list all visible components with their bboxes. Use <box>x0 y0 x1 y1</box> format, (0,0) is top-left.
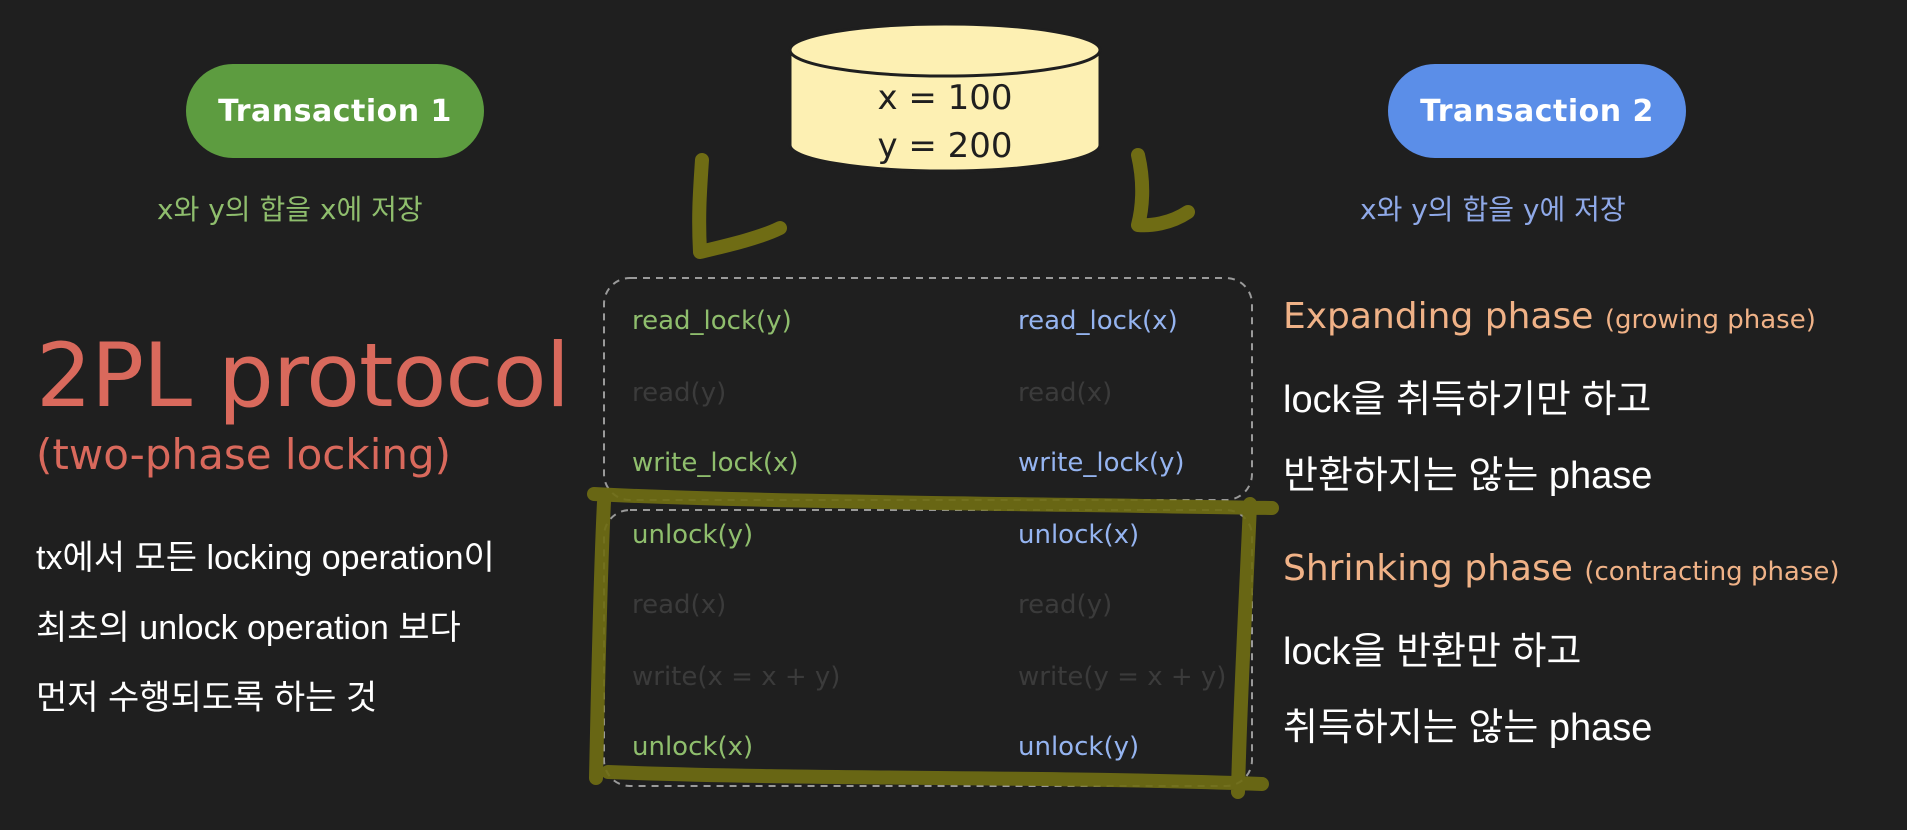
shrinking-phase-title: Shrinking phase (contracting phase) <box>1283 548 1840 589</box>
arrow-down-left-icon <box>692 153 787 259</box>
db-value-y: y = 200 <box>877 126 1013 166</box>
definition-line: tx에서 모든 locking operation이 <box>36 539 495 577</box>
tx2-op-unlock-x: unlock(x) <box>1018 520 1140 550</box>
expanding-phase-line: lock을 취득하기만 하고 <box>1283 379 1652 421</box>
tx2-op-read-y: read(y) <box>1018 590 1113 620</box>
tx1-op-read-x: read(x) <box>632 590 727 620</box>
tx1-op-unlock-y: unlock(y) <box>632 520 754 550</box>
tx1-op-write-x: write(x = x + y) <box>632 662 841 692</box>
tx2-op-read-x: read(x) <box>1018 378 1113 408</box>
shrinking-phase-line: lock을 반환만 하고 <box>1283 631 1582 673</box>
expanding-phase-title: Expanding phase (growing phase) <box>1283 296 1816 337</box>
tx2-op-read-lock-x: read_lock(x) <box>1018 306 1178 336</box>
tx1-op-read-y: read(y) <box>632 378 727 408</box>
transaction-1-description: x와 y의 합을 x에 저장 <box>157 193 423 226</box>
tx1-op-unlock-x: unlock(x) <box>632 732 754 762</box>
tx2-op-unlock-y: unlock(y) <box>1018 732 1140 762</box>
expanding-phase-alias: (growing phase) <box>1604 305 1816 335</box>
tx2-op-write-lock-y: write_lock(y) <box>1018 448 1185 478</box>
database-icon <box>788 22 1102 173</box>
protocol-title: 2PL protocol <box>36 324 570 427</box>
shrinking-phase-name: Shrinking phase <box>1283 548 1573 589</box>
definition-line: 최초의 unlock operation 보다 <box>36 609 461 647</box>
tx1-op-read-lock-y: read_lock(y) <box>632 306 792 336</box>
transaction-1-badge: Transaction 1 <box>186 64 484 158</box>
expanding-phase-name: Expanding phase <box>1283 296 1594 337</box>
definition-line: 먼저 수행되도록 하는 것 <box>36 679 378 717</box>
expanding-phase-line: 반환하지는 않는 phase <box>1283 455 1653 497</box>
shrinking-phase-line: 취득하지는 않는 phase <box>1283 707 1653 749</box>
tx2-op-write-y: write(y = x + y) <box>1018 662 1227 692</box>
db-value-x: x = 100 <box>877 78 1013 118</box>
protocol-subtitle: (two-phase locking) <box>36 430 452 479</box>
shrinking-phase-alias: (contracting phase) <box>1584 557 1840 587</box>
arrow-down-right-icon <box>1131 148 1195 233</box>
transaction-2-badge: Transaction 2 <box>1388 64 1686 158</box>
transaction-2-description: x와 y의 합을 y에 저장 <box>1360 193 1626 226</box>
tx1-op-write-lock-x: write_lock(x) <box>632 448 799 478</box>
